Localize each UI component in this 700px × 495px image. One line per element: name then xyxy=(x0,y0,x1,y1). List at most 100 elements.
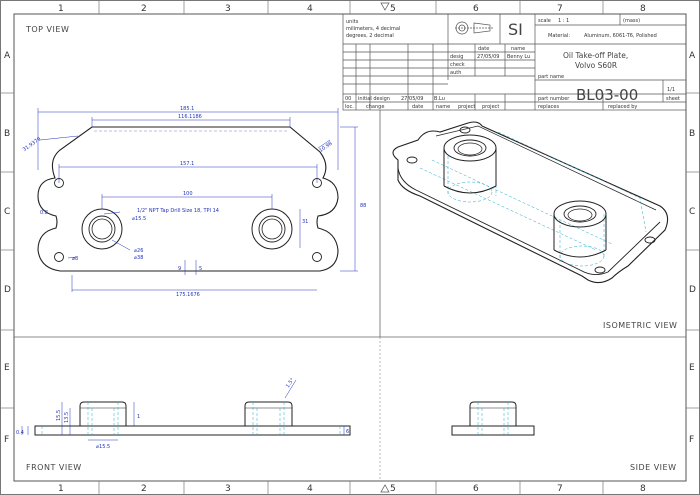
row-label-a: A xyxy=(4,51,11,61)
front-view-label: FRONT VIEW xyxy=(26,463,82,472)
dim-left-edge: 0.8 xyxy=(40,210,48,216)
isometric-view-label: ISOMETRIC VIEW xyxy=(603,321,677,330)
sheet-label: sheet xyxy=(666,96,680,102)
dim-front-d: ⌀15.5 xyxy=(96,444,110,450)
dim-overall-length: 185.1 xyxy=(180,106,194,112)
col-label-7: 7 xyxy=(557,4,563,14)
title-block xyxy=(342,13,687,111)
col-label-6-bottom: 6 xyxy=(473,484,479,494)
col-label-4-bottom: 4 xyxy=(307,484,313,494)
title-line-1: Oil Take-off Plate, xyxy=(563,51,628,60)
row-label-e: E xyxy=(4,363,10,373)
dim-right-chamfer: 10.98 xyxy=(318,141,333,154)
isometric-view-drawing xyxy=(392,121,669,284)
dim-hole-span: 157.1 xyxy=(180,161,194,167)
row-label-b: B xyxy=(4,129,10,139)
units-line-1: units xyxy=(346,19,359,25)
col-label-1: 1 xyxy=(58,4,64,14)
col-label-7-bottom: 7 xyxy=(557,484,563,494)
dim-front-h4: 6 xyxy=(346,429,349,435)
material-value: Aluminum, 6061-T6, Polished xyxy=(584,33,657,39)
col-label-8: 8 xyxy=(640,4,646,14)
title-line-2: Volvo S60R xyxy=(575,61,617,70)
top-view-label: TOP VIEW xyxy=(25,25,69,34)
dim-tap-note: 1/2" NPT Tap Drill Size 18, TPI 14 xyxy=(137,208,219,214)
row-label-b-right: B xyxy=(689,129,695,139)
col-label-4: 4 xyxy=(307,4,313,14)
top-view-drawing: 185.1 116.1186 157.1 100 88 31 31.9379 1… xyxy=(22,106,367,298)
dim-bore: ⌀15.5 xyxy=(132,216,146,222)
row-label-d-right: D xyxy=(689,285,696,295)
dim-front-h2: 13.5 xyxy=(64,412,70,423)
dim-boss-inner: ⌀38 xyxy=(134,255,143,261)
dim-small-hole: ⌀8 xyxy=(72,256,78,262)
dim-front-h1: 15.5 xyxy=(56,410,62,421)
name-header: name xyxy=(511,46,525,52)
rev-id: 00 xyxy=(345,96,351,102)
hdr-change: change xyxy=(366,104,384,110)
replaces-label: replaces xyxy=(538,104,559,110)
dim-front-angle: 1.5° xyxy=(285,377,296,389)
desig-name: Benny Lu xyxy=(507,54,530,60)
dim-left-radius: 31.9379 xyxy=(22,136,42,153)
row-label-e-right: E xyxy=(689,363,695,373)
row-label-c: C xyxy=(4,207,10,217)
part-number: BL03-00 xyxy=(576,86,638,104)
side-view-label: SIDE VIEW xyxy=(630,463,677,472)
part-name-label: part name xyxy=(538,74,564,80)
dim-lower-length: 175.1676 xyxy=(176,292,200,298)
hdr-loc: loc. xyxy=(345,104,354,110)
desig-label: desig xyxy=(450,54,463,60)
col-label-3: 3 xyxy=(225,4,231,14)
part-number-label: part number xyxy=(538,96,570,102)
units-line-2: milimeters, 4 decimal xyxy=(346,26,400,32)
center-mark-bottom xyxy=(380,484,390,493)
dim-side-b: 5 xyxy=(199,266,202,272)
col-label-5-bottom: 5 xyxy=(390,484,396,494)
dim-front-t: 0.4 xyxy=(16,430,24,436)
date-header: date xyxy=(478,46,489,52)
hdr-date: date xyxy=(412,104,423,110)
col-label-6: 6 xyxy=(473,4,479,14)
rev-desc: initial design xyxy=(358,96,390,102)
rev-name: B.Lu xyxy=(434,96,445,102)
dim-boss-span: 100 xyxy=(183,191,193,197)
hdr-name: name xyxy=(436,104,450,110)
auth-label: auth xyxy=(450,70,461,76)
side-view-drawing xyxy=(451,401,535,436)
row-label-a-right: A xyxy=(689,51,696,61)
desig-date: 27/05/09 xyxy=(477,54,499,60)
dim-overall-height: 88 xyxy=(360,203,366,209)
scale-value: 1 : 1 xyxy=(558,18,569,24)
units-line-3: degrees, 2 decimal xyxy=(346,33,394,39)
hdr-project: project xyxy=(458,104,475,110)
si-symbol: SI xyxy=(508,20,523,39)
hdr-project-2: project xyxy=(482,104,499,110)
scale-label: scale xyxy=(538,18,551,24)
col-label-2-bottom: 2 xyxy=(141,484,147,494)
row-label-c-right: C xyxy=(689,207,695,217)
col-label-5: 5 xyxy=(390,4,396,14)
dim-boss-outer: ⌀26 xyxy=(134,248,143,254)
col-label-3-bottom: 3 xyxy=(225,484,231,494)
projection-symbol-icon xyxy=(455,21,494,35)
col-label-8-bottom: 8 xyxy=(640,484,646,494)
check-label: check xyxy=(450,62,465,68)
rev-date: 27/05/09 xyxy=(401,96,423,102)
sheet-value: 1/1 xyxy=(667,87,675,93)
col-label-1-bottom: 1 xyxy=(58,484,64,494)
row-label-f-right: F xyxy=(689,435,694,445)
replaced-by-label: replaced by xyxy=(608,104,637,110)
dim-upper-length: 116.1186 xyxy=(178,114,202,120)
dim-boss-offset: 31 xyxy=(302,219,308,225)
center-mark-top xyxy=(380,2,390,11)
dim-side-a: 9 xyxy=(178,266,181,272)
dim-front-h3: 1 xyxy=(137,414,140,420)
material-label: Material: xyxy=(548,33,570,39)
row-label-d: D xyxy=(4,285,11,295)
mass-label: (mass) xyxy=(623,18,640,24)
row-label-f: F xyxy=(4,435,9,445)
